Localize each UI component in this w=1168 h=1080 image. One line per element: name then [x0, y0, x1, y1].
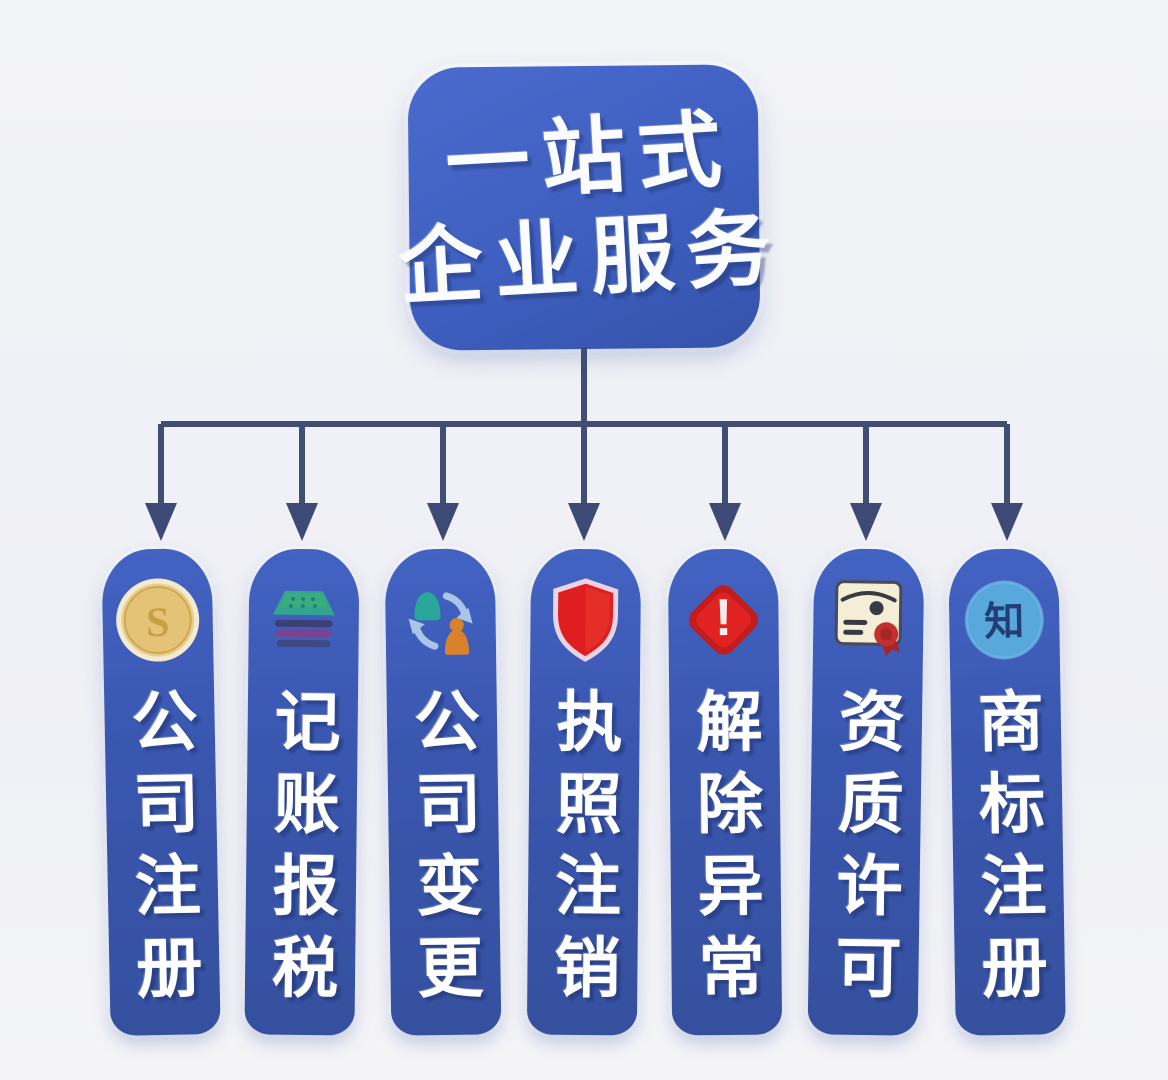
card-label: 解除异常	[687, 686, 764, 1016]
alert-exclamation-icon: !	[675, 565, 772, 676]
root-title-line1: 一站式	[443, 101, 736, 212]
card-label: 公司变更	[404, 686, 484, 1016]
trademark-icon: 知	[955, 564, 1053, 675]
card-trademark-registration: 知 商标注册	[948, 548, 1066, 1036]
certificate-icon	[820, 564, 918, 675]
shield-icon	[537, 565, 634, 676]
card-label: 记账报税	[262, 686, 341, 1016]
swap-persons-icon	[392, 564, 490, 675]
svg-text:!: !	[715, 589, 733, 647]
card-qualification-license: 资质许可	[807, 548, 925, 1036]
svg-text:知: 知	[984, 600, 1025, 645]
card-company-change: 公司变更	[384, 548, 502, 1036]
root-title-line2: 企业服务	[396, 199, 785, 315]
coin-dollar-icon: S	[109, 564, 207, 676]
svg-text:S: S	[146, 600, 170, 646]
service-columns: S 公司注册 记账报税	[0, 547, 1168, 1037]
ledger-icon	[255, 565, 352, 676]
card-label: 商标注册	[968, 686, 1048, 1016]
card-license-cancellation: 执照注销	[526, 548, 642, 1036]
card-label: 公司注册	[121, 686, 203, 1016]
card-label: 执照注销	[545, 686, 622, 1016]
card-remove-abnormality: ! 解除异常	[667, 548, 783, 1036]
arrowheads	[145, 503, 1023, 541]
card-company-registration: S 公司注册	[101, 547, 221, 1037]
root-node-one-stop-service: 一站式 企业服务	[396, 64, 785, 351]
card-label: 资质许可	[825, 686, 905, 1016]
card-bookkeeping-tax: 记账报税	[244, 548, 360, 1036]
